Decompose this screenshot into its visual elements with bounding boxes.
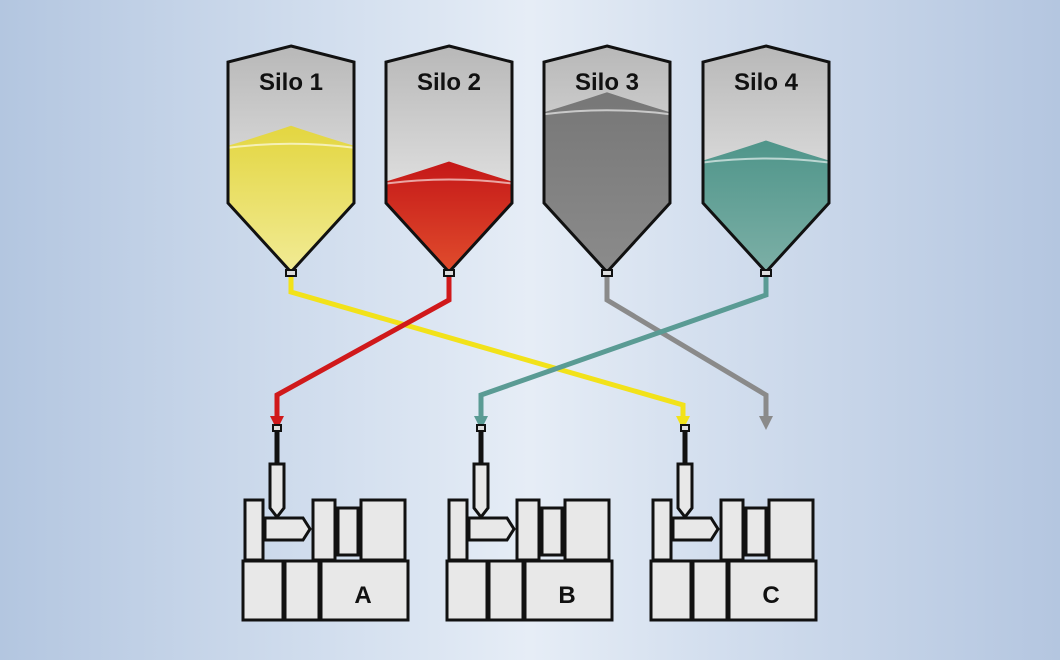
frame-block <box>447 498 469 562</box>
tie-bar <box>336 506 360 557</box>
clamp-unit <box>359 498 407 562</box>
pipe-1 <box>288 272 686 418</box>
machine-A: A <box>241 424 410 622</box>
pipe-3 <box>604 272 769 418</box>
base-cell <box>727 559 818 622</box>
base-cell <box>691 559 729 622</box>
outlet-valve <box>443 269 455 277</box>
machine-label: B <box>558 582 575 609</box>
mold-plate <box>719 498 745 562</box>
machine-label: C <box>762 582 779 609</box>
frame-block <box>651 498 673 562</box>
outlet-valve <box>285 269 297 277</box>
base-cell <box>487 559 525 622</box>
material-fill <box>544 92 670 272</box>
base-cell <box>283 559 321 622</box>
hopper-barrel <box>268 462 286 520</box>
inlet-connector <box>680 424 690 432</box>
outlet-valve <box>601 269 613 277</box>
silo-label: Silo 3 <box>575 69 639 96</box>
outlet-valve <box>760 269 772 277</box>
base-cell <box>319 559 410 622</box>
tie-bar <box>744 506 768 557</box>
silo-label: Silo 2 <box>417 69 481 96</box>
silo-label: Silo 4 <box>734 69 799 96</box>
silo-label: Silo 1 <box>259 69 323 96</box>
base-cell <box>445 559 489 622</box>
pipe-4 <box>478 272 769 418</box>
screw <box>467 516 516 542</box>
screw <box>671 516 720 542</box>
frame-block <box>243 498 265 562</box>
tie-bar <box>540 506 564 557</box>
mold-plate <box>515 498 541 562</box>
screw <box>263 516 312 542</box>
arrow-icon <box>759 416 773 430</box>
machine-B: B <box>445 424 614 622</box>
base-cell <box>523 559 614 622</box>
arrow-icon <box>270 416 284 430</box>
hopper-barrel <box>472 462 490 520</box>
arrow-icon <box>676 416 690 430</box>
silo-1: Silo 1 <box>226 44 356 277</box>
inlet-connector <box>476 424 486 432</box>
silo-2: Silo 2 <box>384 44 514 277</box>
inlet-connector <box>272 424 282 432</box>
base-cell <box>649 559 693 622</box>
material-fill <box>228 125 354 272</box>
hopper-barrel <box>676 462 694 520</box>
silo-4: Silo 4 <box>701 44 831 277</box>
machine-label: A <box>354 582 371 609</box>
pipe-2 <box>274 272 452 418</box>
silo-3: Silo 3 <box>542 44 672 277</box>
machine-C: C <box>649 424 818 622</box>
arrow-icon <box>474 416 488 430</box>
clamp-unit <box>767 498 815 562</box>
base-cell <box>241 559 285 622</box>
clamp-unit <box>563 498 611 562</box>
mold-plate <box>311 498 337 562</box>
